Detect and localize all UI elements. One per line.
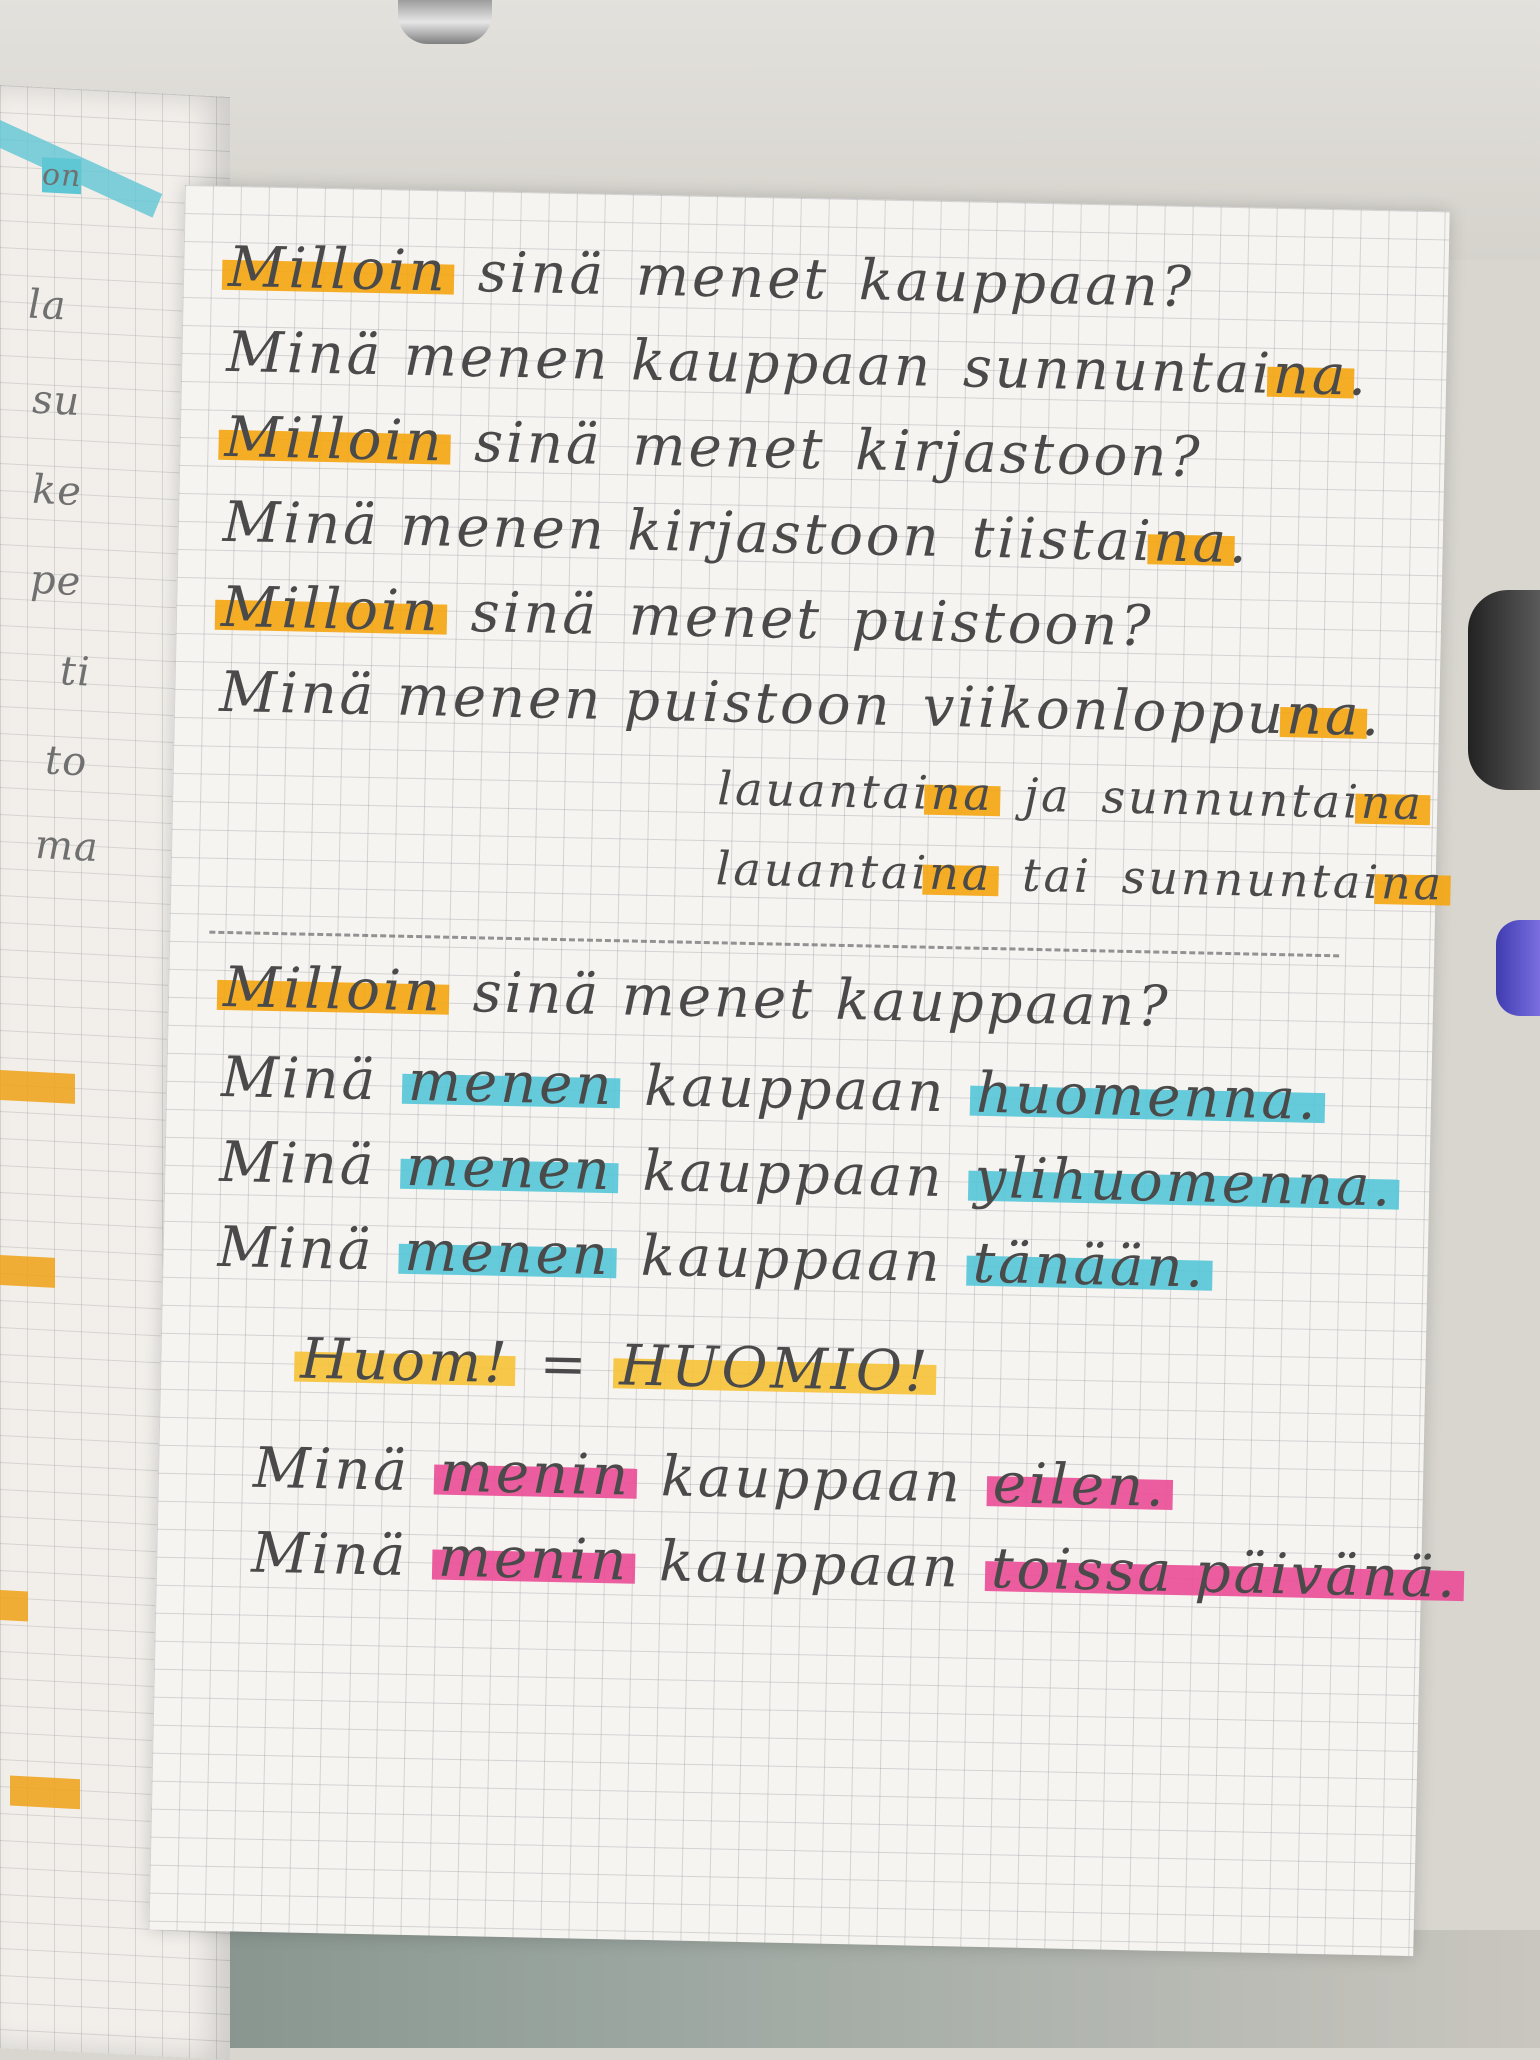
purple-marker [1496,920,1540,1016]
orange-highlight [0,1070,75,1104]
left-word: ke [32,466,82,516]
note-abbreviation: Huom! [299,1326,511,1397]
left-word: to [45,737,88,786]
time-expression: toissa päivänä. [990,1536,1459,1611]
verb: menen [405,1133,614,1204]
question-word: Milloin [227,234,449,305]
orange-highlight [0,1255,55,1288]
left-word: ti [60,648,91,696]
past-verb: menin [439,1439,632,1509]
time-expression: tänään. [972,1230,1207,1301]
question-word: Milloin [224,404,446,475]
past-verb: menin [437,1524,630,1594]
left-word: pe [30,556,82,606]
orange-highlight [0,1590,28,1622]
case-suffix: na [1380,850,1445,915]
note-line: Huom!=HUOMIO! [299,1326,931,1405]
case-suffix: na [1272,341,1350,409]
dashed-divider [209,930,1340,958]
case-suffix: na [929,841,993,906]
case-suffix: na [1285,682,1363,749]
pen-cap [398,0,492,44]
case-suffix: na [1360,770,1424,835]
note-full: HUOMIO! [618,1333,931,1405]
verb: menen [403,1218,612,1289]
dark-object [1468,590,1540,790]
time-expression: huomenna. [975,1060,1320,1133]
case-suffix: na [1152,509,1230,576]
time-expression: ylihuomenna. [973,1145,1394,1220]
time-expression: eilen. [992,1451,1168,1520]
left-word: su [32,376,81,426]
case-suffix: na [930,761,994,826]
verb: menen [407,1048,616,1119]
left-word: la [28,281,67,330]
orange-highlight [10,1775,80,1810]
question-word: Milloin [222,954,444,1025]
left-word: ma [35,821,99,872]
left-word: on [42,157,82,195]
question-word: Milloin [220,574,442,645]
